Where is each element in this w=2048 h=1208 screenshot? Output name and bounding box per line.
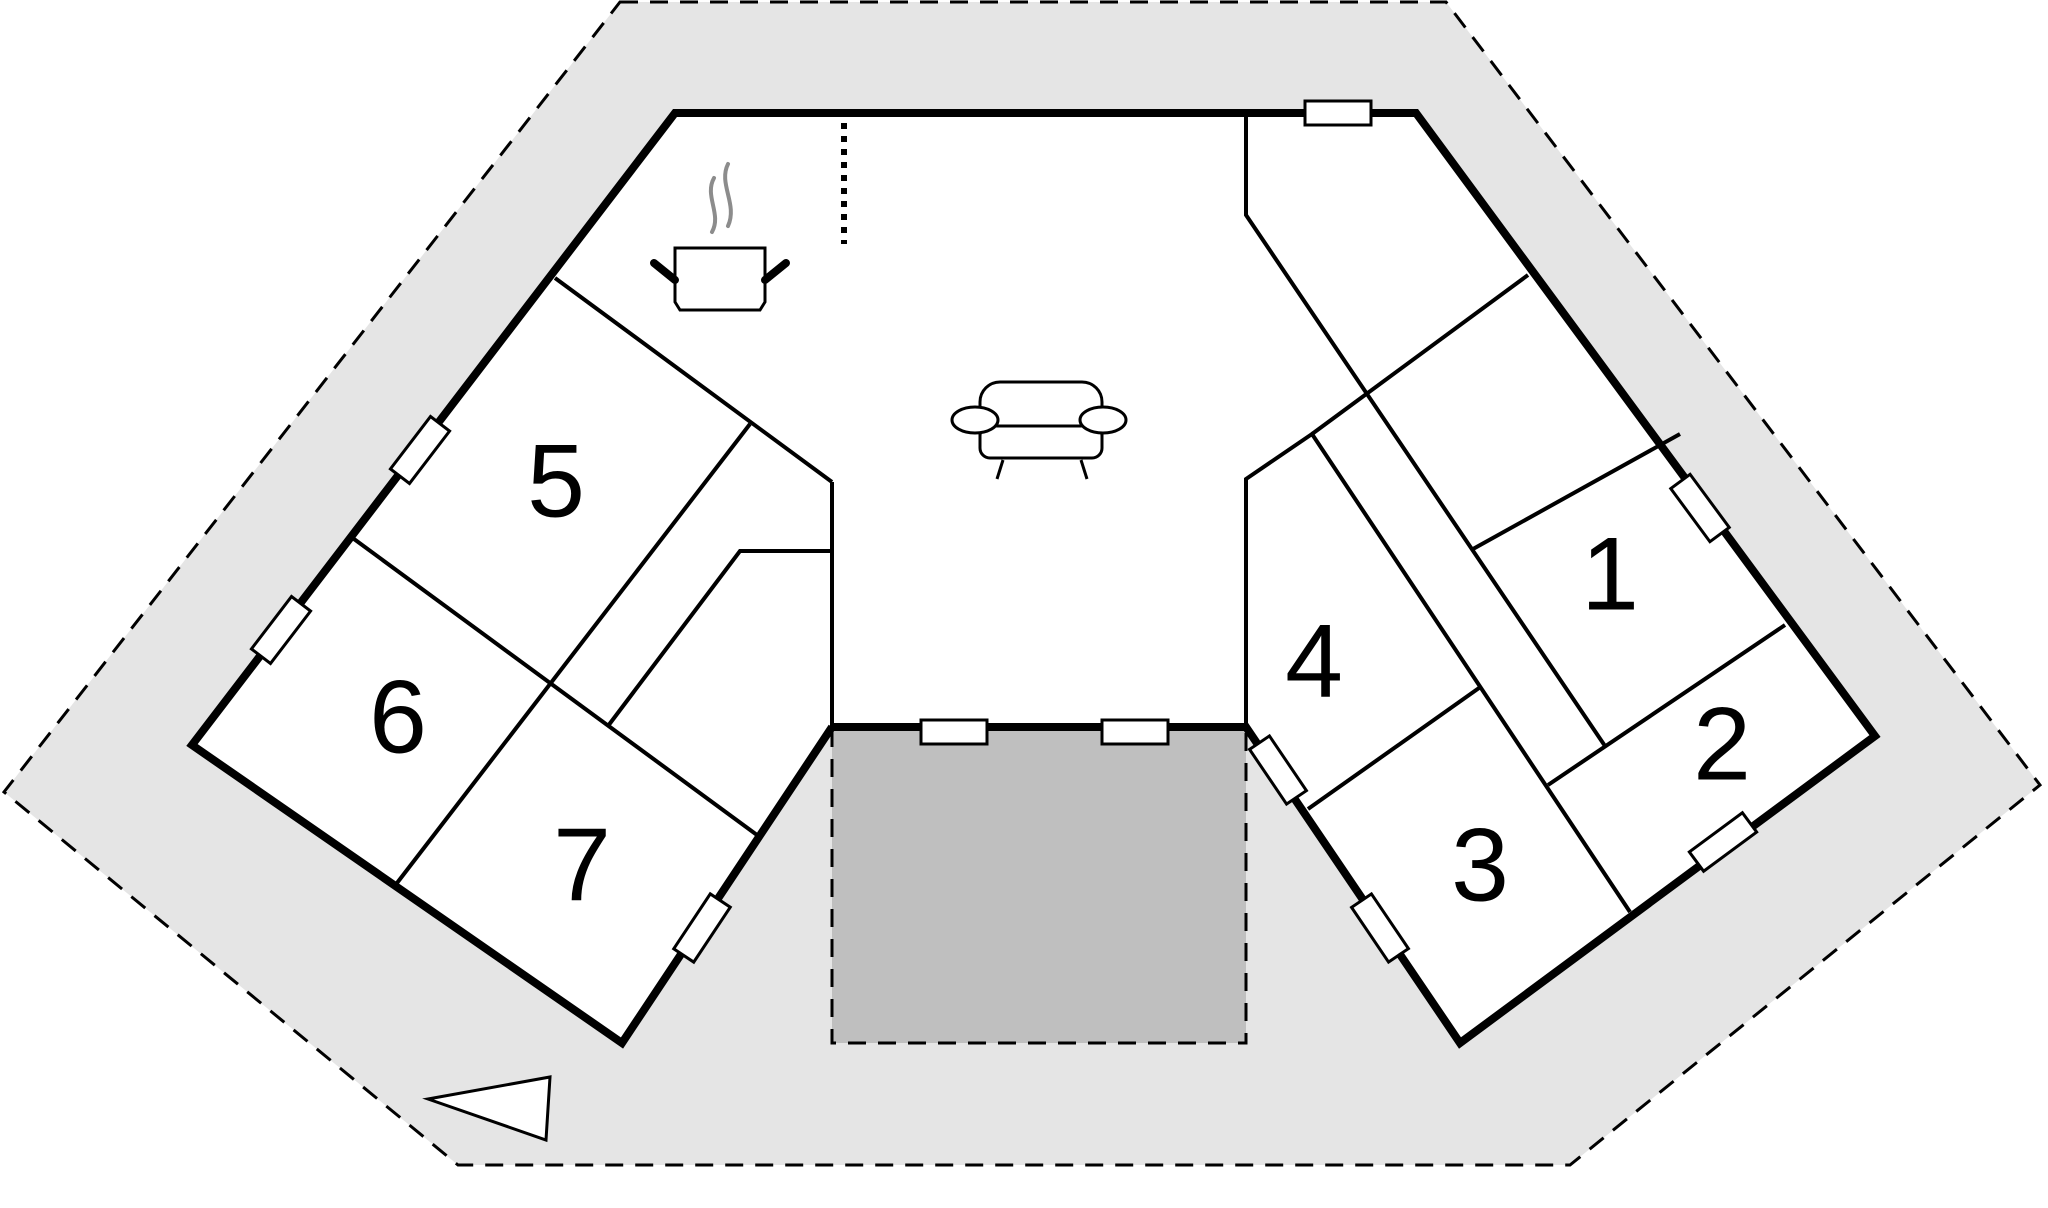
entrance-arrow-icon xyxy=(422,1075,552,1143)
room-4-label: 4 xyxy=(1285,603,1343,719)
windows xyxy=(249,99,1759,965)
outer-wall xyxy=(186,109,1881,1049)
building-floor xyxy=(192,113,1875,1043)
room-6-label: 6 xyxy=(369,659,427,775)
room-2-label: 2 xyxy=(1693,686,1751,802)
cooking-pot-icon xyxy=(650,162,790,312)
sofa-icon xyxy=(950,380,1128,480)
room-7-label: 7 xyxy=(553,807,611,923)
room-1-label: 1 xyxy=(1581,516,1639,632)
terrace xyxy=(830,725,1248,1045)
interior-walls xyxy=(352,113,1787,914)
room-3-label: 3 xyxy=(1451,807,1509,923)
room-5-label: 5 xyxy=(527,423,585,539)
